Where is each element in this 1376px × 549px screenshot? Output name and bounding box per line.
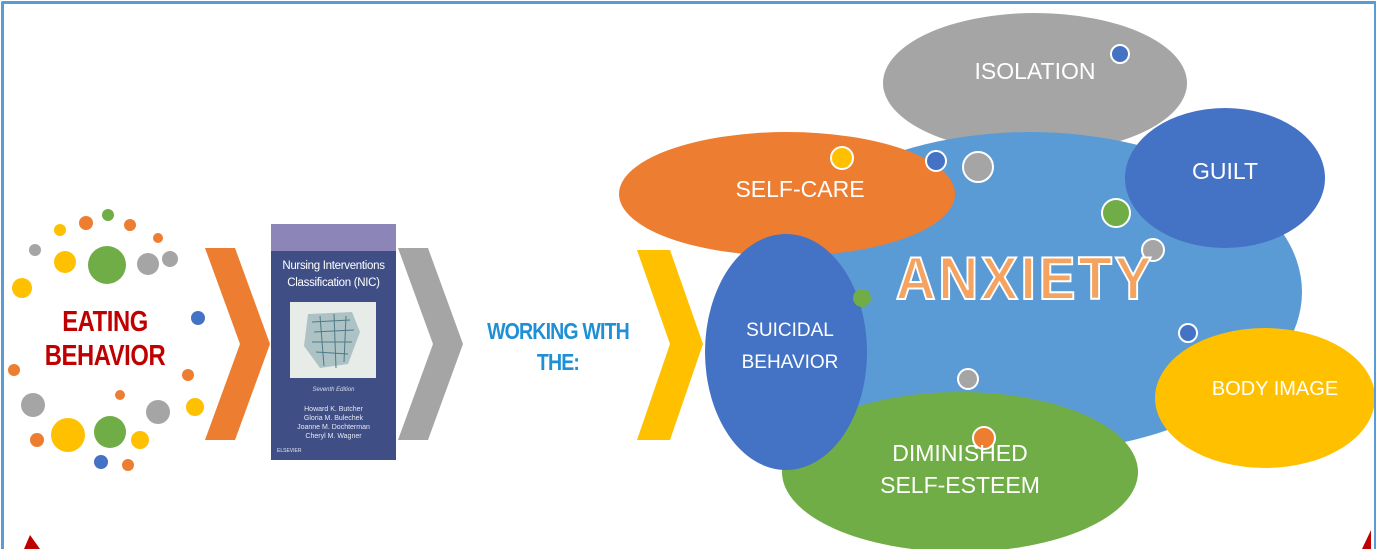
ring-dot bbox=[191, 311, 205, 325]
ring-dot bbox=[51, 418, 85, 452]
ring-dot bbox=[88, 246, 126, 284]
nic-book-cover: Nursing Interventions Classification (NI… bbox=[271, 224, 396, 460]
isolation-bubble bbox=[883, 13, 1187, 153]
ring-dot bbox=[153, 233, 163, 243]
ring-dot bbox=[146, 400, 170, 424]
bottom-left-mark bbox=[24, 535, 40, 549]
book-cover-image bbox=[290, 302, 376, 378]
book-author: Cheryl M. Wagner bbox=[305, 433, 362, 440]
dot-ring bbox=[8, 209, 205, 471]
accent-dot bbox=[830, 146, 854, 170]
accent-dot bbox=[957, 368, 979, 390]
book-title: Nursing Interventions Classification (NI… bbox=[271, 258, 396, 292]
ring-dot bbox=[8, 364, 20, 376]
suicidal-bubble bbox=[705, 234, 867, 470]
ring-dot bbox=[122, 459, 134, 471]
bottom-right-mark bbox=[1362, 530, 1371, 549]
book-title-line: Nursing Interventions bbox=[282, 260, 385, 272]
accent-dot bbox=[853, 289, 871, 307]
accent-dot bbox=[1178, 323, 1198, 343]
leaf-pattern-icon bbox=[304, 312, 360, 369]
book-title-line: Classification (NIC) bbox=[287, 277, 380, 289]
ring-dot bbox=[79, 216, 93, 230]
body-image-label: BODY IMAGE bbox=[1211, 378, 1339, 400]
eating-behavior-label: EATING BEHAVIOR bbox=[35, 305, 174, 373]
accent-dots bbox=[830, 44, 1198, 450]
isolation-label: ISOLATION bbox=[974, 58, 1096, 84]
ring-dot bbox=[115, 390, 125, 400]
book-publisher: ELSEVIER bbox=[277, 448, 302, 454]
accent-dot bbox=[1141, 238, 1165, 262]
ring-dot bbox=[29, 244, 41, 256]
ring-dot bbox=[54, 251, 76, 273]
accent-dot bbox=[962, 151, 994, 183]
ring-dot bbox=[12, 278, 32, 298]
working-with-line: THE: bbox=[536, 349, 580, 375]
suicidal-behavior-line: SUICIDAL bbox=[746, 320, 834, 341]
ring-dot bbox=[102, 209, 114, 221]
ring-dot bbox=[94, 455, 108, 469]
book-author: Gloria M. Bulechek bbox=[303, 415, 364, 422]
selfcare-bubble bbox=[619, 132, 955, 256]
working-with-line: WORKING WITH bbox=[487, 318, 630, 344]
selfcare-label: SELF-CARE bbox=[735, 176, 865, 202]
ring-dot bbox=[186, 398, 204, 416]
working-with-label: WORKING WITH THE: bbox=[468, 316, 648, 378]
ring-dot bbox=[182, 369, 194, 381]
book-top-band bbox=[271, 224, 396, 251]
suicidal-behavior-label: SUICIDAL BEHAVIOR bbox=[720, 315, 860, 379]
ring-dot bbox=[131, 431, 149, 449]
ring-dot bbox=[21, 393, 45, 417]
diminished-bubble bbox=[782, 392, 1138, 549]
ring-dot bbox=[54, 224, 66, 236]
gray-chevron bbox=[398, 248, 463, 440]
ring-dot bbox=[94, 416, 126, 448]
diminished-line: SELF-ESTEEM bbox=[880, 472, 1040, 498]
suicidal-behavior-line: BEHAVIOR bbox=[741, 352, 839, 373]
eating-behavior-line: BEHAVIOR bbox=[44, 340, 166, 372]
guilt-bubble bbox=[1125, 108, 1325, 248]
accent-dot bbox=[1110, 44, 1130, 64]
ring-dot bbox=[124, 219, 136, 231]
book-author: Joanne M. Dochterman bbox=[297, 424, 370, 431]
diminished-self-esteem-label: DIMINISHED SELF-ESTEEM bbox=[840, 437, 1080, 501]
accent-dot bbox=[925, 150, 947, 172]
ring-dot bbox=[30, 433, 44, 447]
body-image-bubble bbox=[1155, 328, 1375, 468]
eating-behavior-line: EATING bbox=[62, 306, 148, 338]
yellow-chevron bbox=[637, 250, 703, 440]
ring-dot bbox=[137, 253, 159, 275]
guilt-label: GUILT bbox=[1191, 158, 1259, 184]
book-authors: Howard K. Butcher Gloria M. Bulechek Joa… bbox=[271, 405, 396, 441]
orange-chevron bbox=[205, 248, 270, 440]
book-author: Howard K. Butcher bbox=[304, 406, 363, 413]
book-edition: Seventh Edition bbox=[312, 387, 355, 393]
anxiety-label: ANXIETY bbox=[895, 244, 1155, 313]
ring-dot bbox=[162, 251, 178, 267]
accent-dot bbox=[1101, 198, 1131, 228]
accent-dot bbox=[972, 426, 996, 450]
diminished-line: DIMINISHED bbox=[892, 440, 1028, 466]
